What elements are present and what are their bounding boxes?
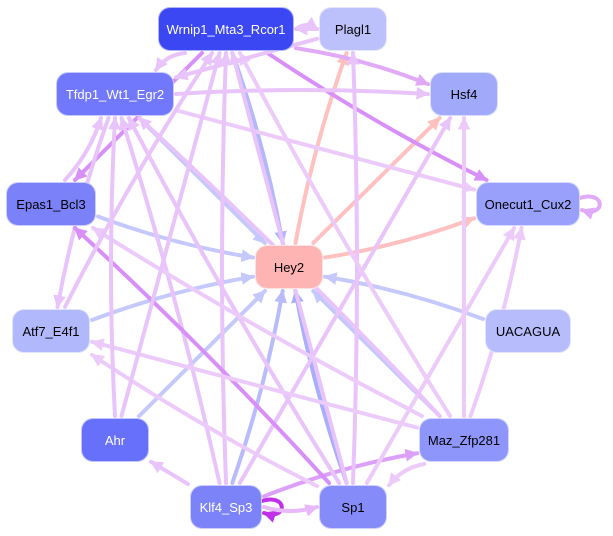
edge-Wrnip1_Mta3_Rcor1-to-Hsf4 xyxy=(294,46,430,87)
edge-Ahr-to-Tfdp1_Wt1_Egr2 xyxy=(107,116,121,418)
node-atf7-e4f1[interactable]: Atf7_E4f1 xyxy=(12,309,90,353)
edge-Epas1_Bcl3-to-Hey2 xyxy=(96,214,255,262)
node-label: Epas1_Bcl3 xyxy=(16,196,86,212)
edge-Wrnip1_Mta3_Rcor1-to-Onecut1_Cux2 xyxy=(265,51,489,182)
edge-Epas1_Bcl3-to-Tfdp1_Wt1_Egr2 xyxy=(62,116,104,182)
edge-Maz_Zfp281-to-Wrnip1_Mta3_Rcor1 xyxy=(237,51,453,418)
edge-Maz_Zfp281-to-Epas1_Bcl3 xyxy=(91,226,424,418)
edge-Klf4_Sp3-to-Ahr xyxy=(149,459,190,487)
edge-Ahr-to-Hey2 xyxy=(137,289,267,418)
node-hey2[interactable]: Hey2 xyxy=(255,245,323,289)
node-label: Wrnip1_Mta3_Rcor1 xyxy=(166,21,286,37)
node-label: Klf4_Sp3 xyxy=(199,499,253,515)
edge-Plagl1-to-Tfdp1_Wt1_Egr2 xyxy=(174,36,319,81)
edge-Atf7_E4f1-to-Wrnip1_Mta3_Rcor1 xyxy=(62,51,215,309)
node-sp1[interactable]: Sp1 xyxy=(319,485,387,529)
node-epas1-bcl3[interactable]: Epas1_Bcl3 xyxy=(6,182,96,226)
edge-Onecut1_Cux2-to-Onecut1_Cux2 xyxy=(578,194,602,220)
node-label: Plagl1 xyxy=(334,21,372,37)
node-label: Tfdp1_Wt1_Egr2 xyxy=(65,86,165,102)
node-label: Hey2 xyxy=(273,259,305,275)
edge-Sp1-to-Tfdp1_Wt1_Egr2 xyxy=(126,116,342,485)
node-label: Maz_Zfp281 xyxy=(427,432,501,448)
edges-layer xyxy=(53,16,602,523)
node-hsf4[interactable]: Hsf4 xyxy=(430,72,498,116)
node-tfdp1-wt1-egr2[interactable]: Tfdp1_Wt1_Egr2 xyxy=(56,72,174,116)
edge-Hey2-to-Onecut1_Cux2 xyxy=(323,216,476,260)
edge-Tfdp1_Wt1_Egr2-to-Onecut1_Cux2 xyxy=(174,108,476,193)
node-label: Ahr xyxy=(104,432,126,448)
node-onecut1-cux2[interactable]: Onecut1_Cux2 xyxy=(476,182,580,226)
edge-Tfdp1_Wt1_Egr2-to-Hsf4 xyxy=(174,86,430,100)
node-label: Atf7_E4f1 xyxy=(22,323,80,339)
node-label: UACAGUA xyxy=(495,323,561,339)
node-plagl1[interactable]: Plagl1 xyxy=(319,7,387,51)
edge-Klf4_Sp3-to-Wrnip1_Mta3_Rcor1 xyxy=(219,51,232,485)
edge-Maz_Zfp281-to-Sp1 xyxy=(387,462,427,488)
edge-Klf4_Sp3-to-Hsf4 xyxy=(237,116,453,485)
node-klf4-sp3[interactable]: Klf4_Sp3 xyxy=(190,485,262,529)
node-wrnip1-mta3-rcor1[interactable]: Wrnip1_Mta3_Rcor1 xyxy=(158,7,294,51)
edge-Sp1-to-Atf7_E4f1 xyxy=(90,352,319,489)
node-label: Sp1 xyxy=(341,499,365,515)
edge-Maz_Zfp281-to-Atf7_E4f1 xyxy=(90,338,419,430)
edge-Wrnip1_Mta3_Rcor1-to-Tfdp1_Wt1_Egr2 xyxy=(153,51,188,72)
edge-Ahr-to-Wrnip1_Mta3_Rcor1 xyxy=(119,51,223,418)
node-maz-zfp281[interactable]: Maz_Zfp281 xyxy=(419,418,509,462)
edge-Klf4_Sp3-to-Klf4_Sp3 xyxy=(260,497,284,523)
edge-Klf4_Sp3-to-Tfdp1_Wt1_Egr2 xyxy=(118,116,222,485)
node-uacagua[interactable]: UACAGUA xyxy=(485,309,571,353)
node-ahr[interactable]: Ahr xyxy=(81,418,149,462)
edge-Sp1-to-Onecut1_Cux2 xyxy=(364,226,517,485)
edge-Klf4_Sp3-to-Maz_Zfp281 xyxy=(262,448,419,499)
node-label: Onecut1_Cux2 xyxy=(484,196,572,212)
edge-Sp1-to-Plagl1 xyxy=(347,51,360,485)
edge-Klf4_Sp3-to-Sp1 xyxy=(262,504,319,517)
edge-Hey2-to-Hsf4 xyxy=(311,116,442,245)
node-label: Hsf4 xyxy=(450,86,478,102)
